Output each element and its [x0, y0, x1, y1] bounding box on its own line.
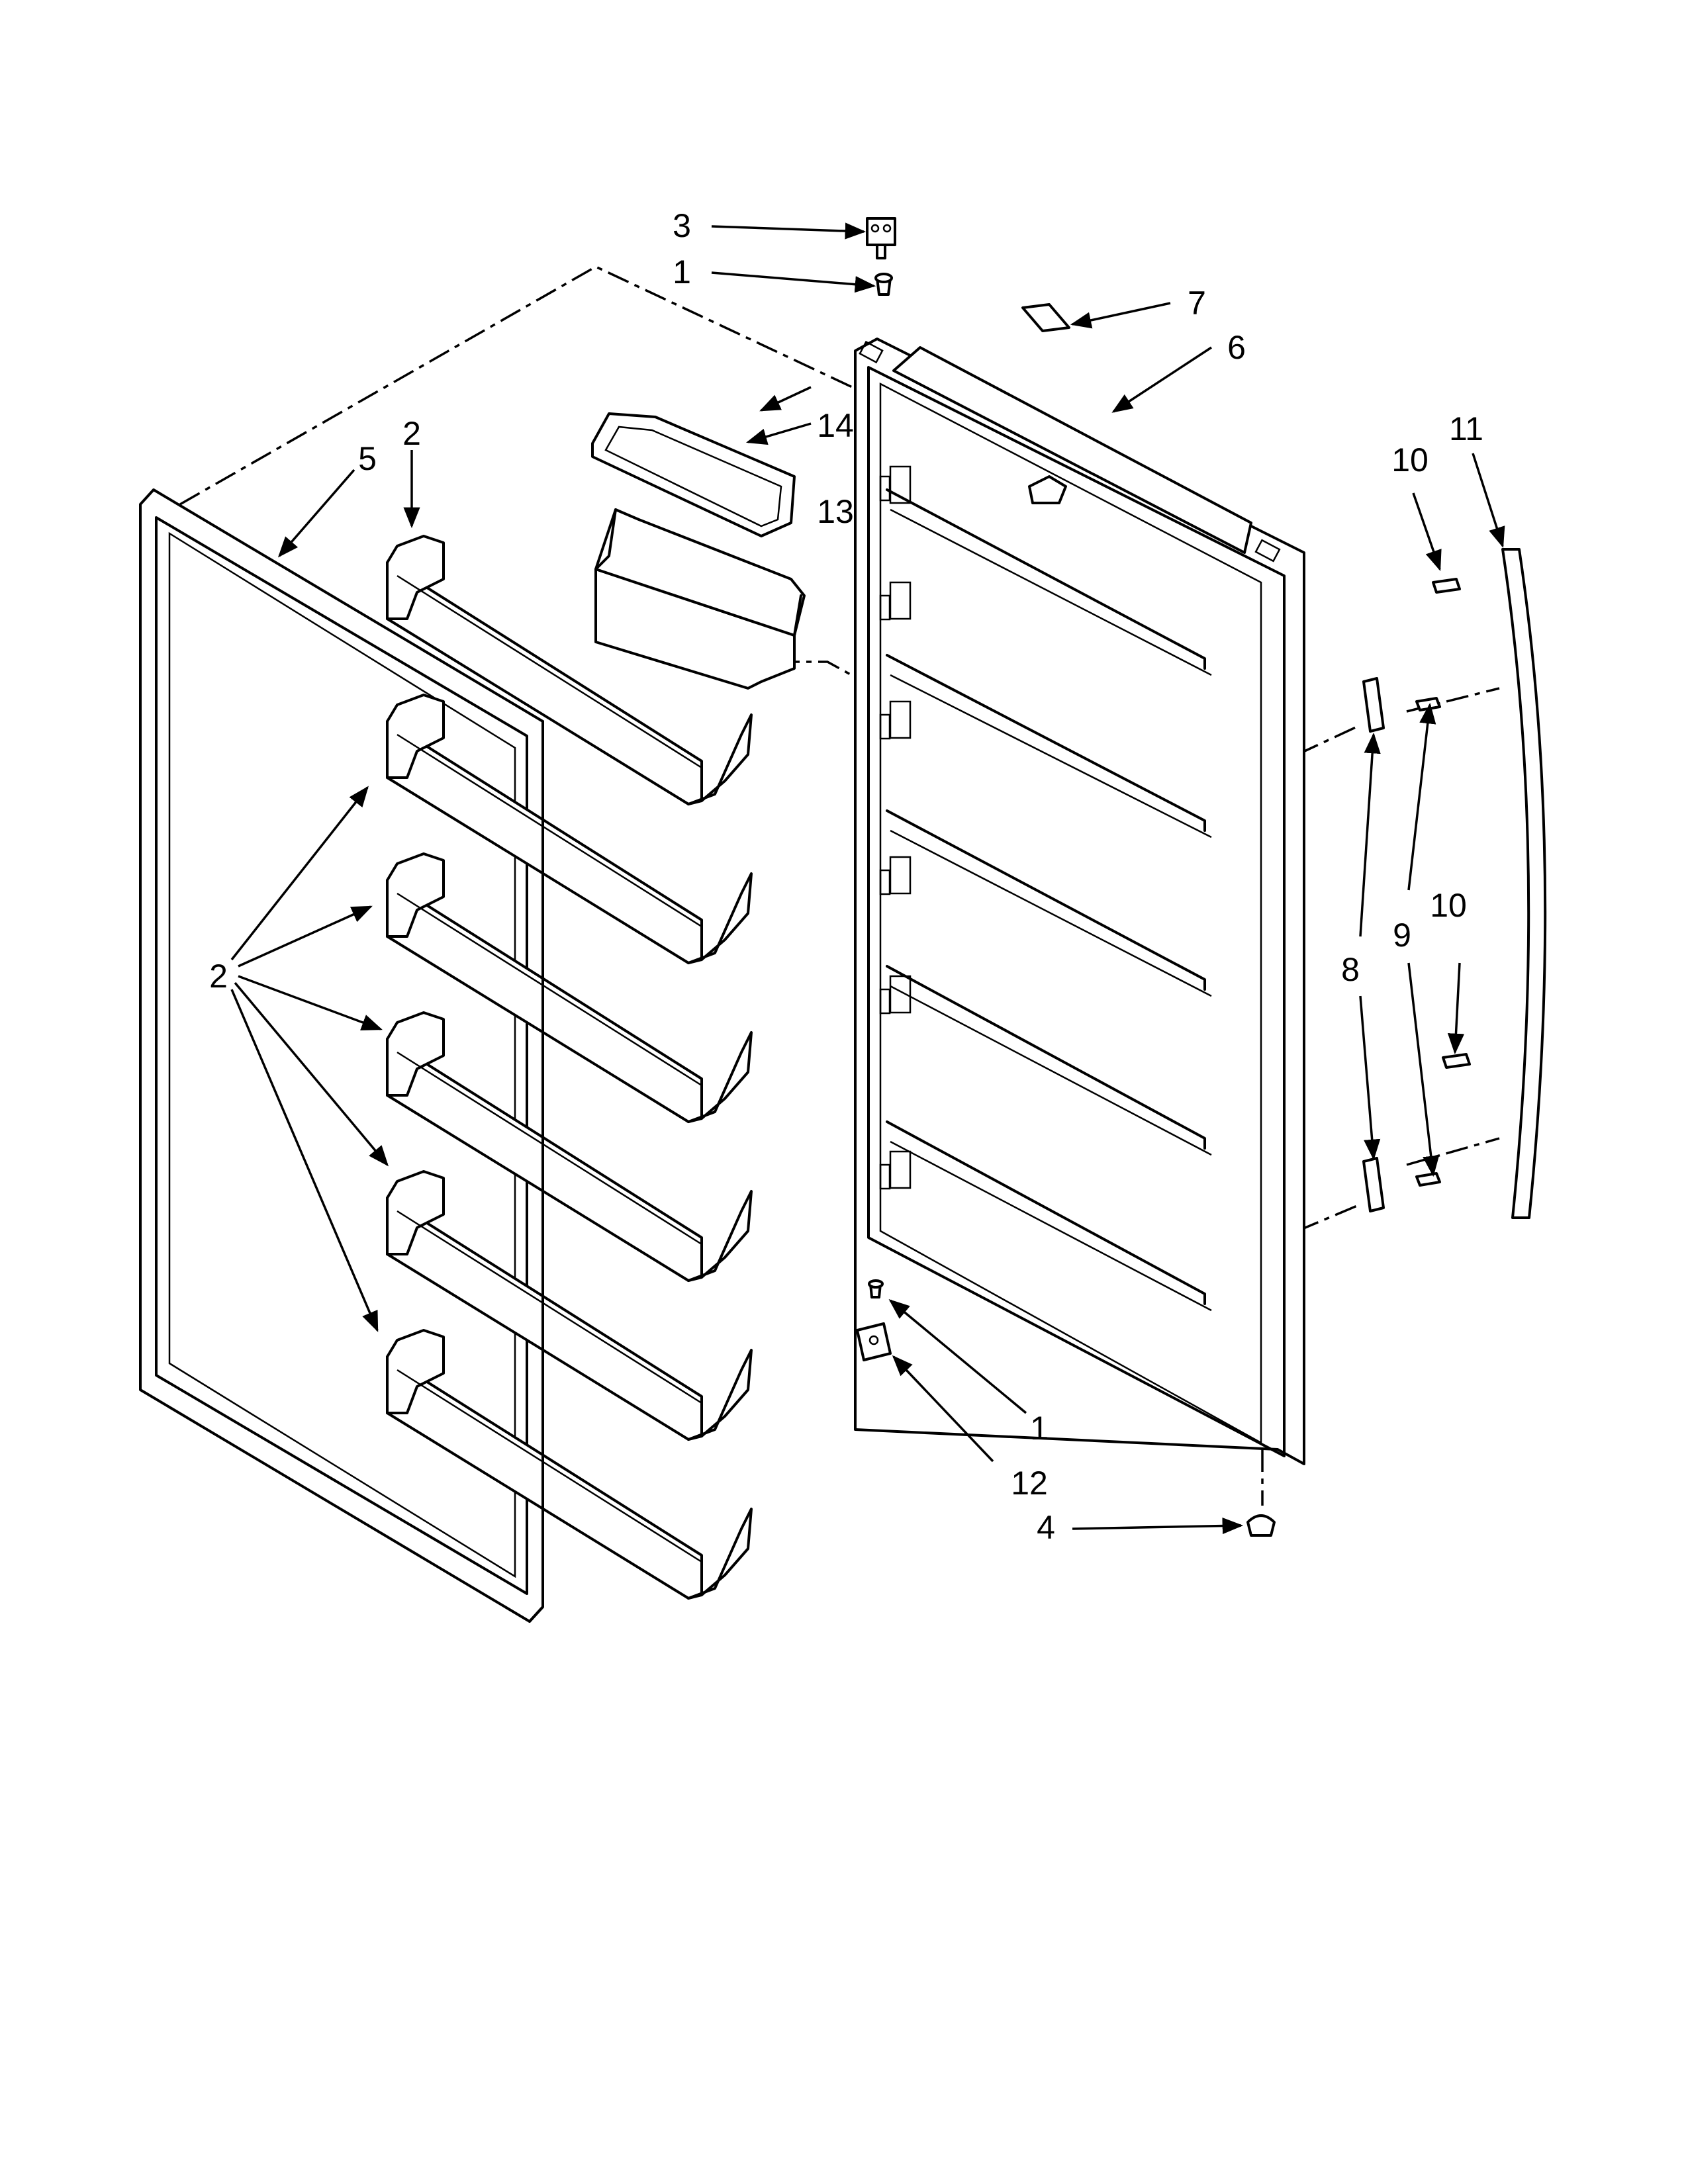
callout-11: 11	[1449, 410, 1483, 447]
callout-13: 13	[817, 493, 854, 530]
bin-clips	[879, 465, 912, 1190]
door-handle	[1501, 548, 1547, 1219]
callout-1-top: 1	[673, 253, 691, 291]
callout-labels: 3 1 7 6 14 13 5 2 2 10 11 10 9 8 1 12 4	[209, 207, 1483, 1546]
callout-10-bottom: 10	[1430, 887, 1467, 924]
callout-5: 5	[358, 440, 377, 477]
door-assembly	[854, 338, 1305, 1465]
callout-10-top: 10	[1391, 441, 1429, 478]
door-bin	[386, 1011, 753, 1282]
door-gasket-front-edge	[528, 720, 544, 1623]
dairy-bin-lid	[591, 412, 796, 537]
door-bin	[386, 1170, 753, 1441]
handle-screws	[1415, 697, 1441, 1187]
door-stop	[1246, 1514, 1276, 1537]
dairy-bin	[594, 508, 806, 690]
callout-1-bottom: 1	[1030, 1410, 1049, 1447]
callout-8: 8	[1341, 951, 1360, 988]
door-bins	[386, 535, 753, 1600]
bottom-hinge	[856, 1322, 892, 1361]
callout-3-top: 3	[673, 207, 691, 244]
leader-lines	[230, 222, 1505, 1535]
top-hinge	[866, 217, 896, 259]
door-shelf-rails	[886, 488, 1212, 1312]
callout-9: 9	[1393, 917, 1411, 954]
handle-mount-upper	[1362, 677, 1385, 733]
label	[1021, 303, 1070, 332]
callout-12: 12	[1011, 1465, 1048, 1502]
handle-mount-lower	[1362, 1157, 1385, 1212]
door-bin	[386, 852, 753, 1123]
callout-2-group: 2	[209, 958, 228, 995]
door-bin	[386, 694, 753, 964]
callout-14: 14	[817, 407, 854, 444]
bottom-hinge-bushing	[868, 1279, 884, 1298]
callout-6: 6	[1227, 329, 1246, 366]
door-bin	[386, 1329, 753, 1600]
callout-2-top: 2	[402, 415, 421, 452]
callout-4: 4	[1037, 1509, 1055, 1546]
callout-7: 7	[1188, 285, 1206, 322]
handle-plugs	[1432, 578, 1471, 1069]
door-bin	[386, 535, 753, 805]
top-hinge-bushing	[874, 273, 893, 296]
